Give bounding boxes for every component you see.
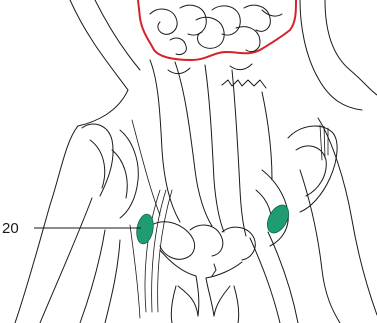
pubic-region [150,222,255,323]
left-pelvic-structures [82,120,160,218]
central-structures [150,60,272,236]
callout-20: 20 [2,220,141,237]
body-contours [15,0,377,323]
viscera-coils [150,5,282,54]
callout-label: 20 [2,220,19,237]
